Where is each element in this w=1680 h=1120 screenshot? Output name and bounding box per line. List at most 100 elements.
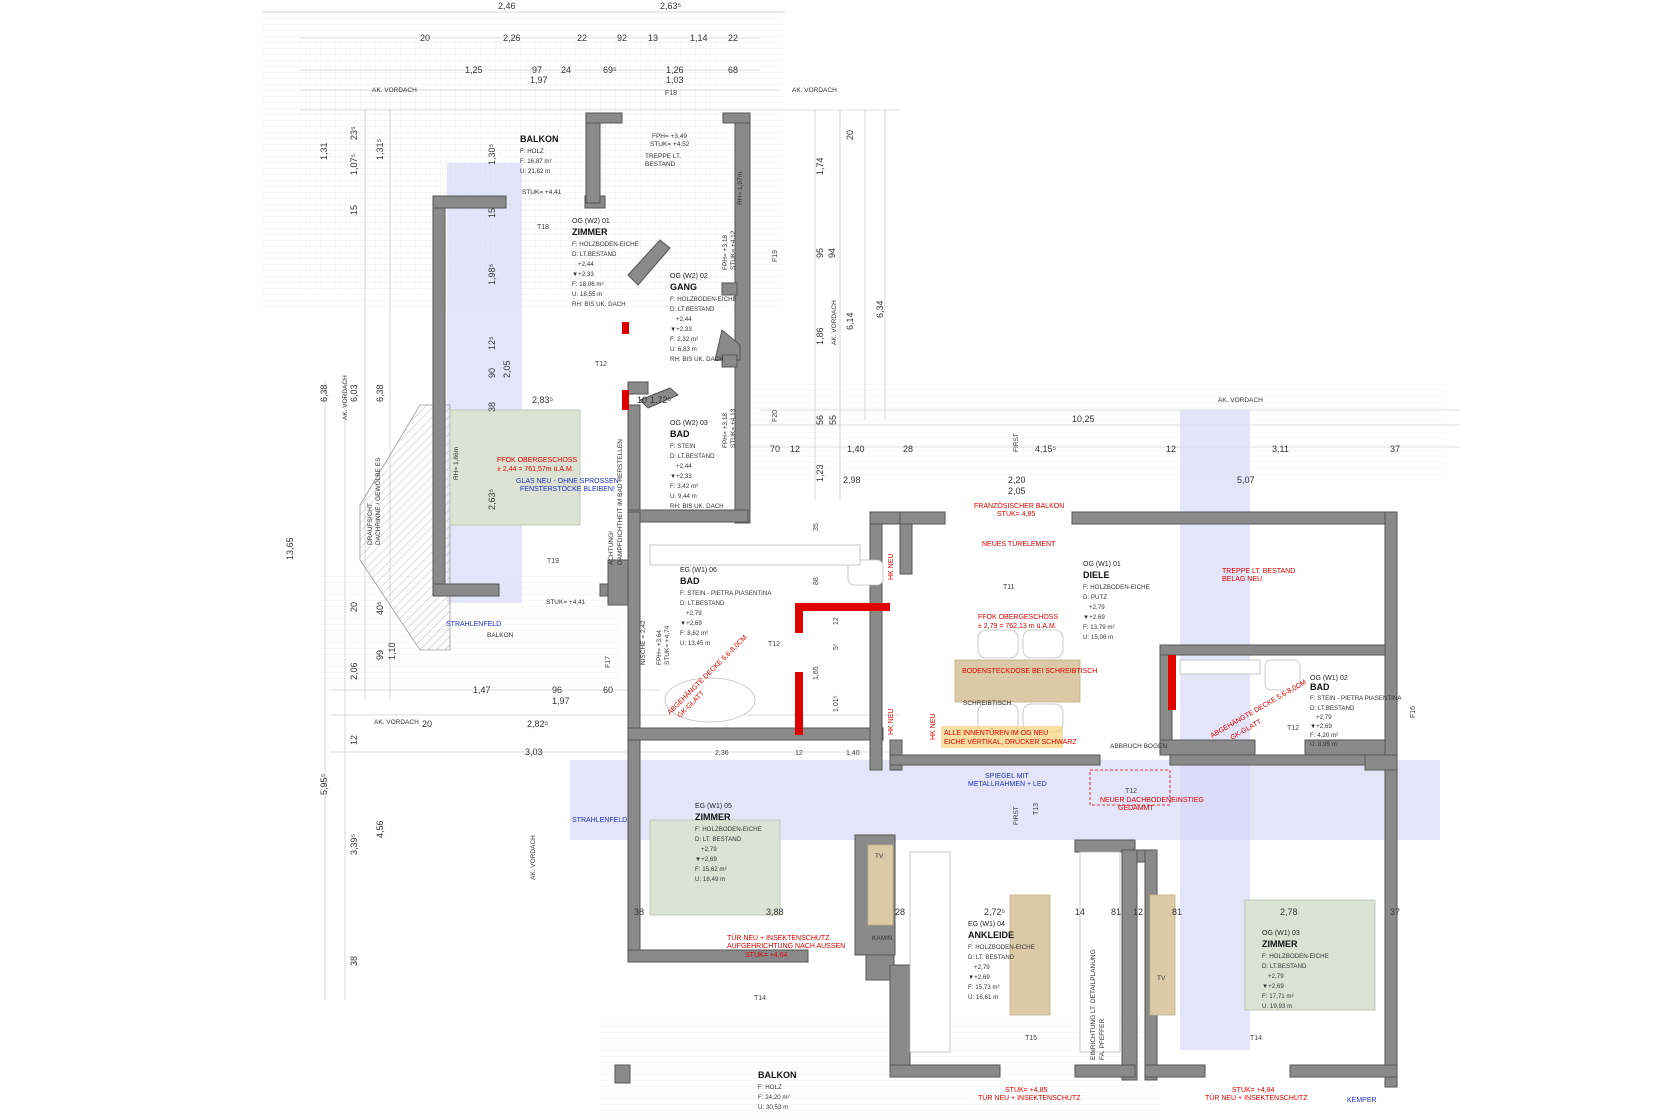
svg-text:BAD: BAD xyxy=(680,576,700,586)
note-tv-1: TV xyxy=(875,853,884,860)
dachboden-einstieg-outline xyxy=(1089,769,1171,806)
svg-text:2,20: 2,20 xyxy=(1008,475,1026,485)
svg-text:F: 3,42 m²: F: 3,42 m² xyxy=(670,483,698,490)
svg-text:F: STEIN: F: STEIN xyxy=(670,443,695,450)
svg-text:68: 68 xyxy=(728,65,738,75)
svg-text:24: 24 xyxy=(561,65,571,75)
note-ak-vordach-6: AK. VORDACH xyxy=(342,375,349,420)
svg-text:RH: BIS UK. DACH: RH: BIS UK. DACH xyxy=(572,301,626,308)
svg-text:+2,44: +2,44 xyxy=(578,261,594,268)
note-fph-349: FPH= +3,49 xyxy=(652,133,687,140)
note-balkon-small: BALKON xyxy=(487,632,514,639)
svg-text:D: LT.BESTAND: D: LT.BESTAND xyxy=(670,453,715,460)
svg-text:28: 28 xyxy=(903,444,913,454)
door-t12-b: T12 xyxy=(768,641,780,648)
svg-text:1,86: 1,86 xyxy=(815,327,825,345)
note-fensterstoecke: FENSTERSTÖCKE BLEIBEN! xyxy=(520,485,615,493)
note-stuk-474: STUK= +4,74 xyxy=(664,625,671,665)
svg-text:13: 13 xyxy=(648,33,658,43)
svg-text:ZIMMER: ZIMMER xyxy=(1262,939,1298,949)
svg-text:▼+2,33: ▼+2,33 xyxy=(572,271,594,278)
window-f18: F18 xyxy=(665,90,677,97)
svg-text:D: LT.BESTAND: D: LT.BESTAND xyxy=(670,306,715,313)
svg-text:+2,79: +2,79 xyxy=(1089,604,1105,611)
note-stuk-441b: STUK= +4,41 xyxy=(546,599,586,606)
svg-text:12: 12 xyxy=(1166,444,1176,454)
svg-text:1,98⁵: 1,98⁵ xyxy=(487,263,497,285)
svg-text:BALKON: BALKON xyxy=(520,134,559,144)
note-first-2: FIRST xyxy=(1013,806,1020,825)
svg-text:97: 97 xyxy=(532,65,542,75)
dimensions: 2,46 2,63⁵ 20 2,26 22 92 13 1,14 22 1,25… xyxy=(285,1,1400,966)
svg-text:12⁵: 12⁵ xyxy=(487,336,497,350)
door-t19: T19 xyxy=(547,558,559,565)
svg-text:10,25: 10,25 xyxy=(1072,414,1095,424)
svg-text:RH: BIS UK. DACH: RH: BIS UK. DACH xyxy=(670,503,724,510)
note-dampf: DAMPFDICHTHEIT IM BAD HERSTELLEN xyxy=(617,439,624,565)
svg-text:1,40: 1,40 xyxy=(846,750,860,757)
svg-text:▼+2,69: ▼+2,69 xyxy=(680,620,702,627)
note-innentueren-box xyxy=(941,726,1063,748)
svg-text:94: 94 xyxy=(827,248,837,258)
note-franz-balkon: FRANZÖSISCHER BALKON xyxy=(974,502,1064,510)
svg-text:▼+2,33: ▼+2,33 xyxy=(670,326,692,333)
note-ffok-og-lower: FFOK OBERGESCHOSS xyxy=(978,614,1058,621)
svg-text:D: LT. BESTAND: D: LT. BESTAND xyxy=(695,836,742,843)
svg-text:1,97: 1,97 xyxy=(530,75,548,85)
svg-text:U: 18,49 m: U: 18,49 m xyxy=(695,876,725,883)
note-ak-vordach-3: AK. VORDACH xyxy=(1218,397,1263,404)
svg-text:12: 12 xyxy=(349,735,359,745)
note-spiegel: SPIEGEL MIT xyxy=(985,773,1029,780)
svg-text:▼+2,69: ▼+2,69 xyxy=(968,974,990,981)
svg-text:+2,79: +2,79 xyxy=(701,846,717,853)
svg-text:U: 30,53 m: U: 30,53 m xyxy=(758,1104,788,1111)
note-hk-neu-2: HK NEU xyxy=(888,709,895,735)
svg-text:F: HOLZBODEN-EICHE: F: HOLZBODEN-EICHE xyxy=(1083,584,1150,591)
note-bestand: BESTAND xyxy=(645,161,676,168)
note-stuk-452: STUK= +4,52 xyxy=(650,141,690,148)
svg-text:+2,79: +2,79 xyxy=(1268,973,1284,980)
svg-text:1,03: 1,03 xyxy=(666,75,684,85)
note-draufsicht: DRAUFSICHT xyxy=(367,503,374,545)
svg-text:14: 14 xyxy=(1075,907,1085,917)
svg-text:6,38: 6,38 xyxy=(319,384,329,402)
note-ak-vordach-7: AK. VORDACH xyxy=(831,300,838,345)
svg-text:F: HOLZBODEN-EICHE: F: HOLZBODEN-EICHE xyxy=(1262,953,1329,960)
svg-text:▼+2,33: ▼+2,33 xyxy=(670,473,692,480)
svg-text:D: LT.BESTAND: D: LT.BESTAND xyxy=(1310,705,1355,712)
dimension-lines xyxy=(262,11,1460,1000)
svg-text:F: 4,20 m²: F: 4,20 m² xyxy=(1310,732,1338,739)
room-eg-w1-05: EG (W1) 05 ZIMMER F: HOLZBODEN-EICHE D: … xyxy=(695,803,762,883)
note-rh-197: RH= 1,97m xyxy=(737,172,744,205)
svg-text:1,31⁵: 1,31⁵ xyxy=(375,138,385,160)
svg-text:6,03: 6,03 xyxy=(349,384,359,402)
window-f19: F19 xyxy=(772,250,779,262)
note-belag-neu: BELAG NEU xyxy=(1222,576,1262,583)
svg-text:15: 15 xyxy=(487,208,497,218)
svg-text:6,34: 6,34 xyxy=(875,300,885,318)
note-stuk-485b: STUK= +4,85 xyxy=(1005,1087,1048,1094)
note-fph-318b: FPH= +3,18 xyxy=(722,413,729,448)
note-tv-2: TV xyxy=(1157,975,1166,982)
note-einrichtung-2: FA. PFEFFER xyxy=(1099,1019,1106,1060)
svg-text:1,30⁵: 1,30⁵ xyxy=(487,143,497,165)
svg-text:22: 22 xyxy=(728,33,738,43)
door-t14-b: T14 xyxy=(1250,1035,1262,1042)
window-f17: F17 xyxy=(605,656,612,668)
svg-text:81: 81 xyxy=(1172,907,1182,917)
svg-text:1,74: 1,74 xyxy=(815,157,825,175)
note-glas-neu: GLAS NEU - OHNE SPROSSEN xyxy=(516,478,619,485)
note-tuer-neu-2: AUFGEHRICHTUNG NACH AUSSEN xyxy=(727,943,845,950)
svg-text:38: 38 xyxy=(487,402,497,412)
svg-text:F: STEIN - PIETRA PIASENTINA: F: STEIN - PIETRA PIASENTINA xyxy=(680,590,772,597)
svg-text:95: 95 xyxy=(815,248,825,258)
svg-text:F: STEIN - PIETRA PIASENTINA: F: STEIN - PIETRA PIASENTINA xyxy=(1310,695,1402,702)
svg-text:BALKON: BALKON xyxy=(758,1070,797,1080)
svg-text:5,95⁵: 5,95⁵ xyxy=(319,773,329,795)
svg-text:1,31: 1,31 xyxy=(319,142,329,160)
room-eg-w1-04: EG (W1) 04 ANKLEIDE F: HOLZBODEN-EICHE D… xyxy=(968,921,1035,1001)
svg-text:▼+2,69: ▼+2,69 xyxy=(695,856,717,863)
svg-text:90: 90 xyxy=(487,368,497,378)
svg-text:20: 20 xyxy=(845,130,855,140)
